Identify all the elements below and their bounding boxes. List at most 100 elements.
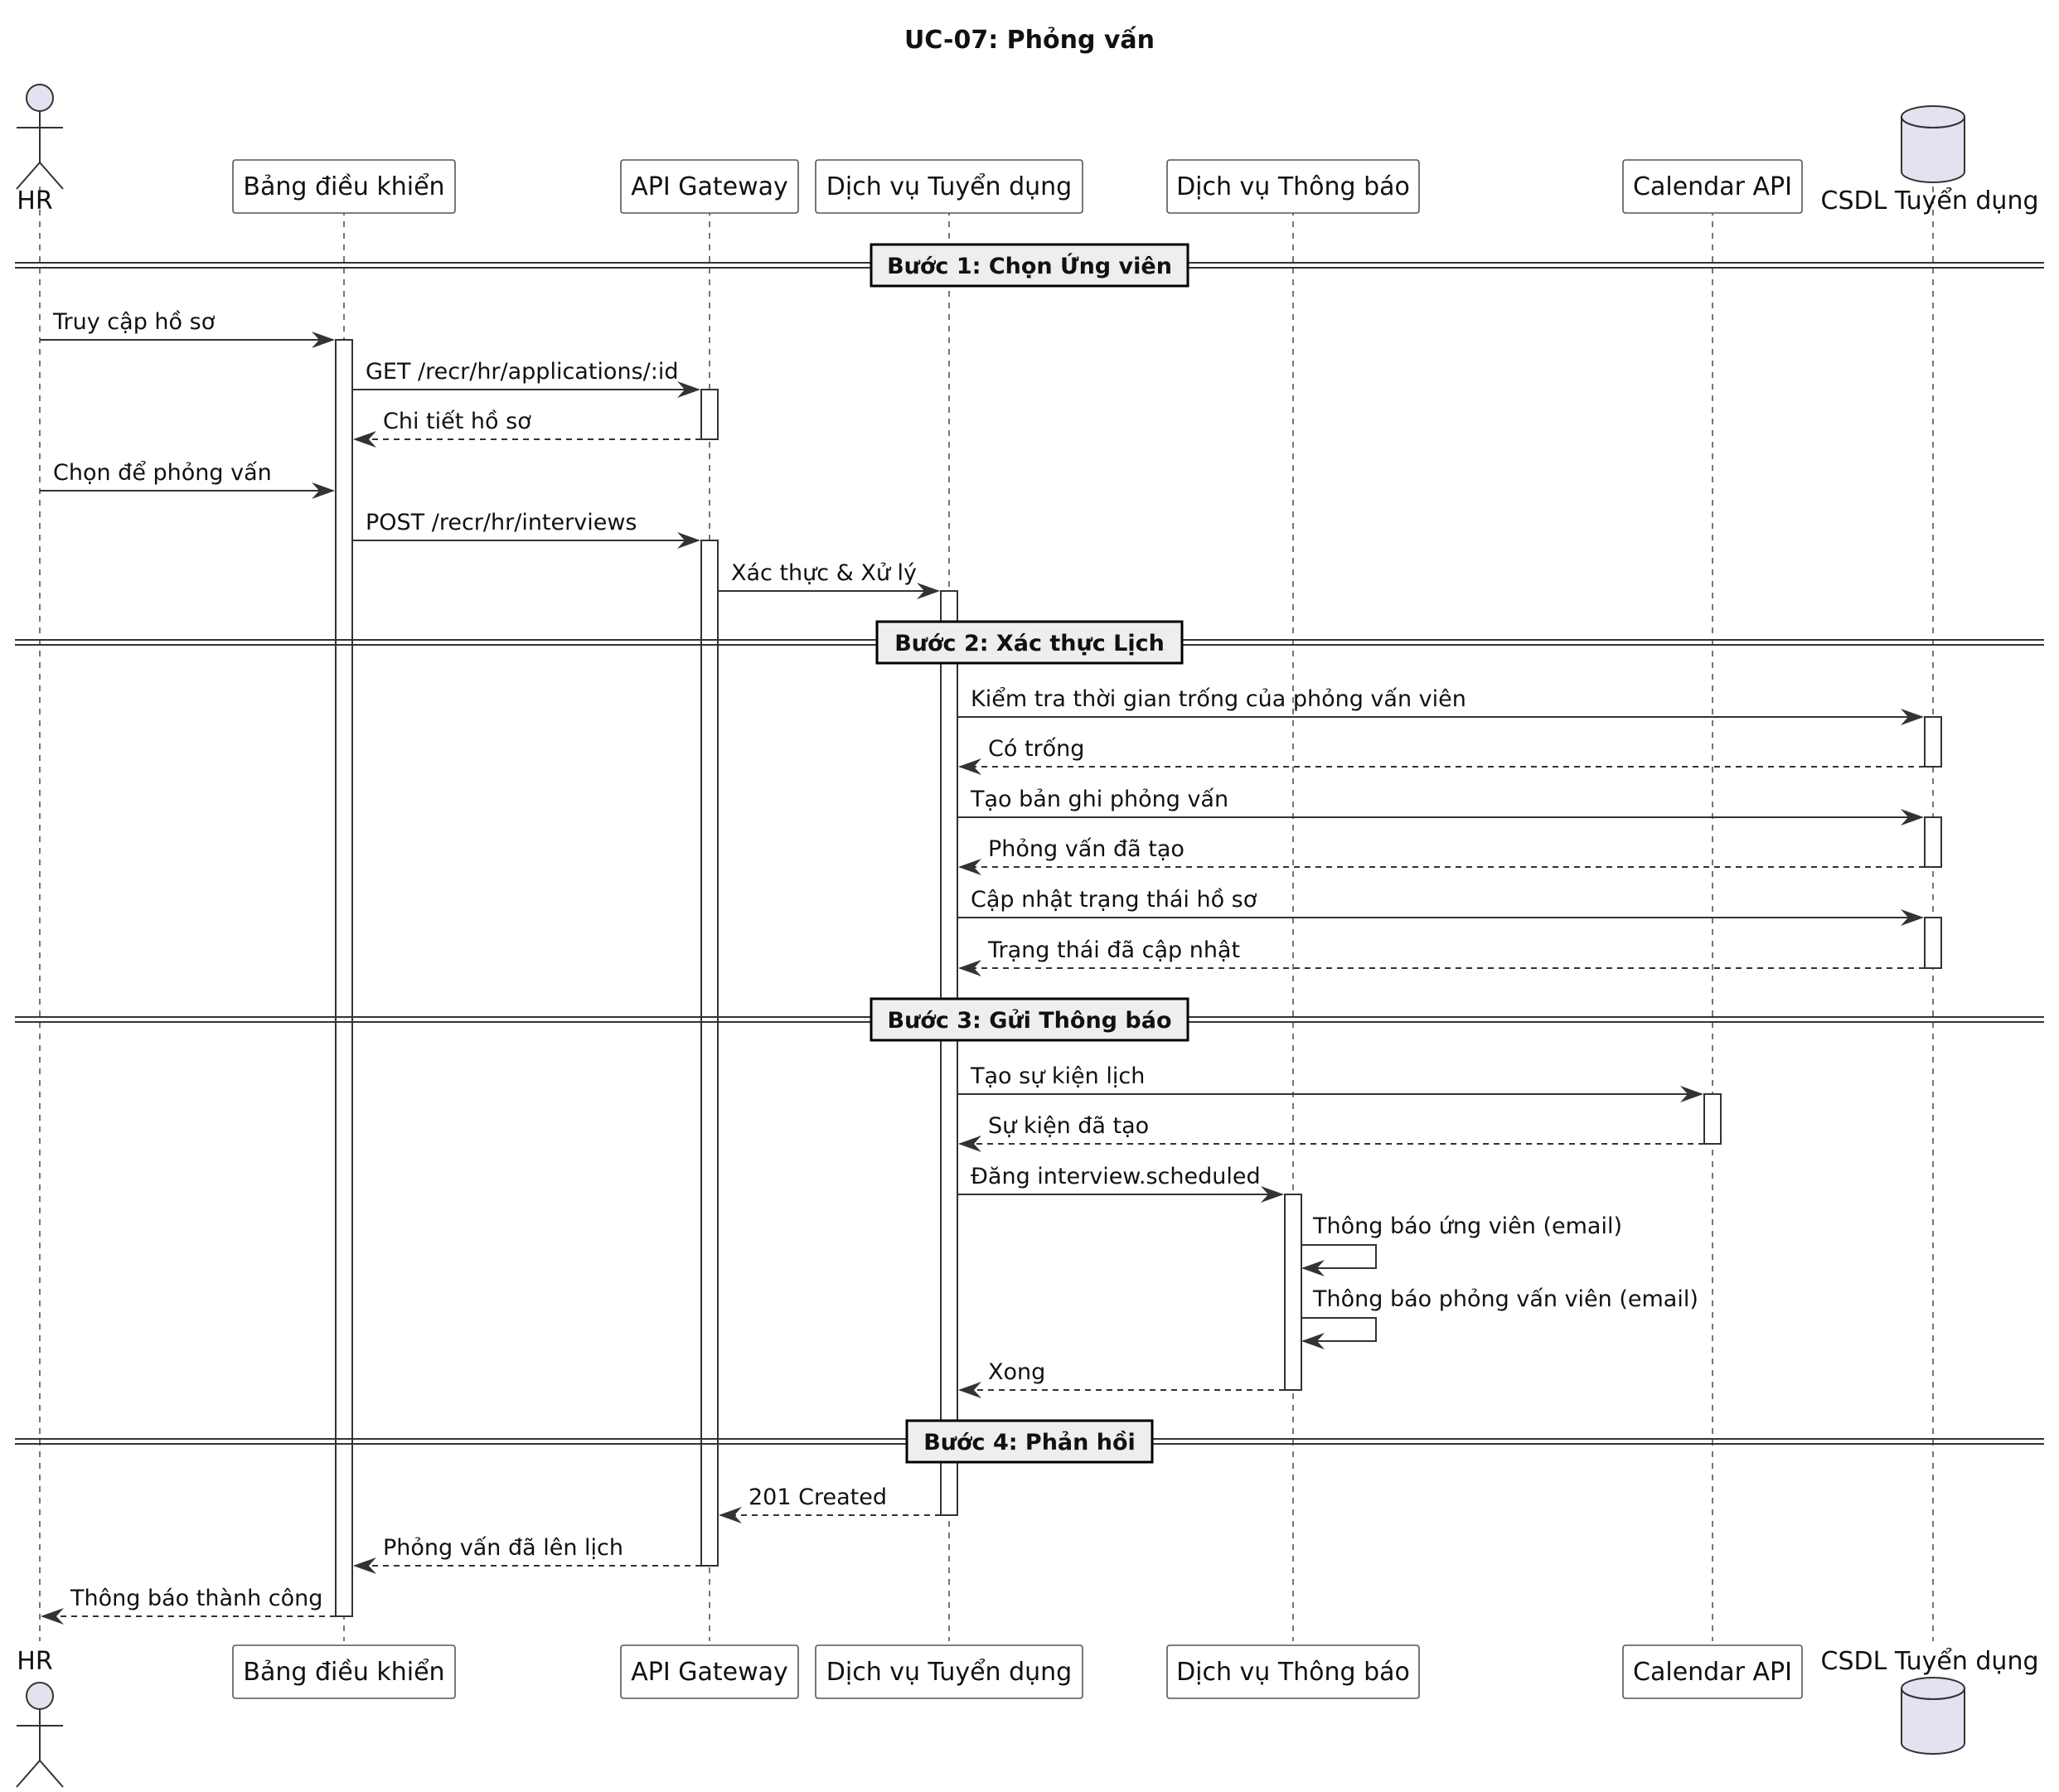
database-icon bbox=[1901, 1688, 1965, 1700]
activation-bar bbox=[940, 590, 958, 1516]
activation-bar bbox=[1924, 716, 1942, 768]
message-label: Xác thực & Xử lý bbox=[731, 560, 917, 586]
message-label: Có trống bbox=[988, 736, 1084, 762]
activation-bar bbox=[1284, 1194, 1302, 1391]
divider-label: Bước 3: Gửi Thông báo bbox=[887, 1008, 1171, 1034]
message: Đăng interview.scheduled bbox=[957, 1164, 1284, 1203]
step-divider: Bước 1: Chọn Ứng viên bbox=[15, 243, 2044, 288]
participant-box bbox=[620, 1644, 799, 1699]
activation-bar bbox=[335, 339, 353, 1617]
participant-box bbox=[1622, 1644, 1803, 1699]
participant-cal: Calendar API bbox=[1622, 1644, 1803, 1699]
divider-label-box bbox=[875, 620, 1184, 665]
participant-dash: Bảng điều khiển bbox=[232, 159, 456, 214]
message-label: Truy cập hồ sơ bbox=[52, 309, 216, 335]
participant-label: HR bbox=[17, 1647, 52, 1676]
participant-db bbox=[1901, 105, 1965, 183]
database-icon bbox=[1901, 117, 1965, 183]
participant-box bbox=[232, 1644, 456, 1699]
message: Xác thực & Xử lý bbox=[718, 560, 940, 599]
actor-icon bbox=[39, 1760, 64, 1788]
message: Kiểm tra thời gian trống của phỏng vấn v… bbox=[957, 686, 1924, 725]
participant-label: Bảng điều khiển bbox=[243, 172, 444, 201]
message: Sự kiện đã tạo bbox=[958, 1113, 1704, 1152]
message: Chọn để phỏng vấn bbox=[40, 460, 335, 499]
participant-db bbox=[1901, 1677, 1965, 1755]
divider-label: Bước 4: Phản hồi bbox=[923, 1430, 1136, 1455]
message-label: Chọn để phỏng vấn bbox=[53, 460, 272, 486]
participant-label: HR bbox=[17, 186, 52, 216]
actor-icon bbox=[39, 162, 64, 190]
message-label: Phỏng vấn đã tạo bbox=[988, 836, 1185, 862]
database-icon bbox=[1901, 1688, 1965, 1755]
participant-label: Calendar API bbox=[1633, 1658, 1792, 1687]
divider-label-box bbox=[870, 997, 1189, 1042]
participant-label: Dịch vụ Tuyển dụng bbox=[826, 172, 1072, 201]
activation-bar bbox=[700, 540, 719, 1567]
message: Xong bbox=[958, 1359, 1285, 1398]
activations-layer bbox=[335, 339, 1942, 1617]
participant-notif: Dịch vụ Thông báo bbox=[1166, 1644, 1420, 1699]
message-label: Tạo sự kiện lịch bbox=[970, 1063, 1145, 1089]
message-label: Đăng interview.scheduled bbox=[971, 1164, 1261, 1189]
message-label: Kiểm tra thời gian trống của phỏng vấn v… bbox=[971, 686, 1466, 712]
message-label: Thông báo phỏng vấn viên (email) bbox=[1312, 1286, 1698, 1312]
activation-bar bbox=[700, 389, 719, 440]
activation-bar bbox=[1924, 816, 1942, 868]
participant-cal: Calendar API bbox=[1622, 159, 1803, 214]
message-label: Thông báo ứng viên (email) bbox=[1312, 1213, 1622, 1239]
self-message-arrow bbox=[1301, 1244, 1377, 1276]
message-label: Xong bbox=[988, 1359, 1045, 1385]
divider-label-box bbox=[870, 243, 1189, 288]
self-message-arrow bbox=[1301, 1317, 1377, 1349]
message-label: Chi tiết hồ sơ bbox=[383, 409, 531, 434]
message-label: Phỏng vấn đã lên lịch bbox=[383, 1535, 623, 1561]
message: 201 Created bbox=[719, 1484, 941, 1523]
participant-label: Calendar API bbox=[1633, 172, 1792, 201]
divider-label: Bước 1: Chọn Ứng viên bbox=[887, 253, 1172, 279]
message: Trạng thái đã cập nhật bbox=[958, 937, 1925, 976]
participant-box bbox=[815, 1644, 1083, 1699]
step-divider: Bước 2: Xác thực Lịch bbox=[15, 620, 2044, 665]
message: GET /recr/hr/applications/:id bbox=[352, 359, 700, 398]
message: Thông báo ứng viên (email) bbox=[1301, 1213, 1622, 1276]
actor-icon bbox=[16, 1760, 41, 1788]
participant-dash: Bảng điều khiển bbox=[232, 1644, 456, 1699]
message: Phỏng vấn đã lên lịch bbox=[353, 1535, 701, 1574]
actor-icon bbox=[26, 1682, 54, 1710]
diagram-title: UC-07: Phỏng vấn bbox=[904, 26, 1155, 55]
participant-label: Bảng điều khiển bbox=[243, 1657, 444, 1687]
participant-box bbox=[232, 159, 456, 214]
participant-label: CSDL Tuyển dụng bbox=[1821, 186, 2039, 216]
participant-label: API Gateway bbox=[631, 172, 788, 201]
participant-hr bbox=[16, 1682, 64, 1788]
message-label: Sự kiện đã tạo bbox=[988, 1113, 1149, 1139]
participant-gw: API Gateway bbox=[620, 1644, 799, 1699]
message: Thông báo phỏng vấn viên (email) bbox=[1301, 1286, 1698, 1349]
participant-hr bbox=[16, 84, 64, 190]
message: Cập nhật trạng thái hồ sơ bbox=[957, 887, 1924, 926]
database-icon bbox=[1901, 116, 1965, 128]
message: Có trống bbox=[958, 736, 1925, 775]
message-label: GET /recr/hr/applications/:id bbox=[366, 359, 678, 385]
participant-box bbox=[815, 159, 1083, 214]
message: Truy cập hồ sơ bbox=[40, 309, 335, 348]
message-label: 201 Created bbox=[749, 1484, 887, 1510]
participant-label: Dịch vụ Tuyển dụng bbox=[826, 1657, 1072, 1687]
message: Tạo sự kiện lịch bbox=[957, 1063, 1703, 1102]
actor-icon bbox=[16, 162, 41, 190]
divider-label-box bbox=[905, 1419, 1154, 1464]
participant-label: Dịch vụ Thông báo bbox=[1176, 1658, 1410, 1687]
message: Tạo bản ghi phỏng vấn bbox=[957, 787, 1924, 826]
participant-recr: Dịch vụ Tuyển dụng bbox=[815, 1644, 1083, 1699]
message-label: Cập nhật trạng thái hồ sơ bbox=[971, 887, 1257, 913]
participant-label: Dịch vụ Thông báo bbox=[1176, 172, 1410, 201]
participant-box bbox=[1166, 1644, 1420, 1699]
message-label: Trạng thái đã cập nhật bbox=[987, 937, 1240, 963]
messages-layer: Truy cập hồ sơ GET /recr/hr/applications/… bbox=[40, 309, 1925, 1625]
actor-icon bbox=[26, 84, 54, 112]
